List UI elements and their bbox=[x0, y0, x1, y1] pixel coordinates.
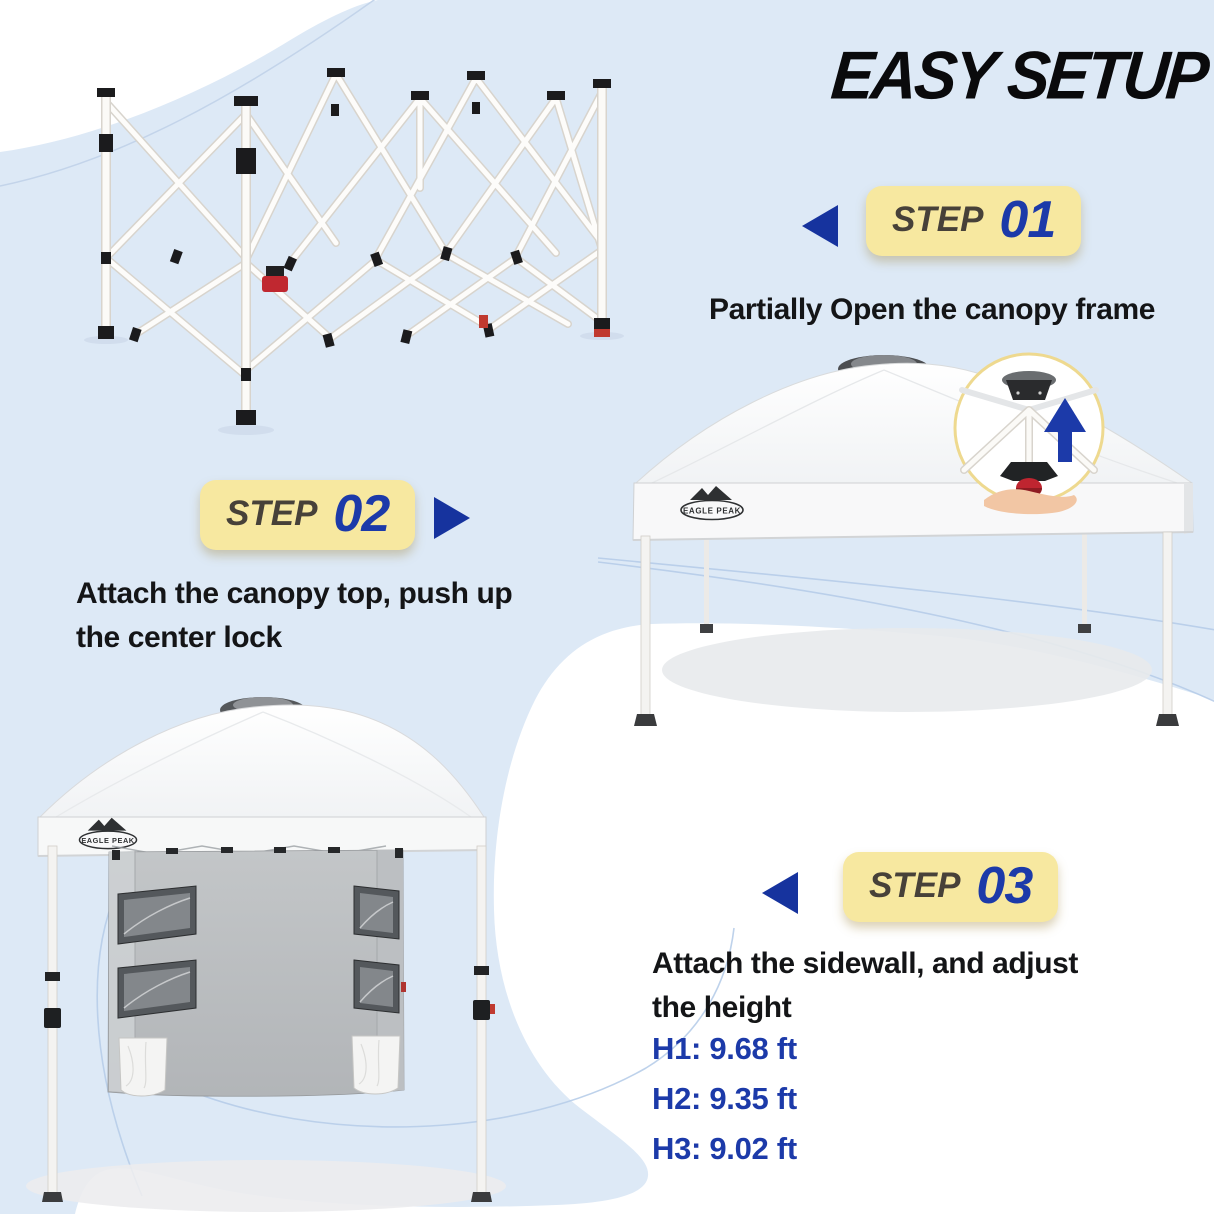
height-h1: H1: 9.68 ft bbox=[652, 1031, 797, 1066]
sidewall-panel bbox=[107, 847, 406, 1097]
sidewall-roof-seams bbox=[55, 711, 472, 818]
step2-label: STEP bbox=[226, 494, 318, 533]
step1-number: 01 bbox=[999, 191, 1056, 249]
hand-icon bbox=[984, 489, 1077, 515]
lock-top-hub bbox=[1002, 371, 1056, 400]
center-lock-inset bbox=[953, 352, 1105, 515]
brand-logo-text-2: EAGLE PEAK bbox=[81, 836, 134, 845]
frame-legs bbox=[101, 81, 607, 423]
step1-badge: STEP 01 bbox=[866, 186, 1082, 256]
step2-number: 02 bbox=[333, 485, 390, 543]
frame-connectors bbox=[97, 68, 611, 381]
valance-bottom-edge bbox=[632, 531, 1194, 541]
frame-ground-shadows bbox=[84, 332, 624, 435]
sidewall-floor-shadow bbox=[26, 1160, 506, 1212]
frame-feet bbox=[98, 318, 610, 425]
step3-caption-line2: the height bbox=[652, 991, 792, 1024]
brand-logo: EAGLE PEAK bbox=[680, 486, 744, 521]
leg-strap-left bbox=[45, 972, 60, 981]
folded-frame-illustration bbox=[84, 68, 624, 435]
leg-strap-right bbox=[474, 966, 489, 975]
step3-arrow-left-icon bbox=[762, 872, 798, 914]
brand-logo-2: EAGLE PEAK bbox=[78, 817, 138, 850]
step2-arrow-right-icon bbox=[434, 497, 470, 539]
frame-red-parts bbox=[262, 266, 488, 328]
step1-caption: Partially Open the canopy frame bbox=[708, 293, 1156, 326]
sidewall-pockets bbox=[118, 1035, 401, 1097]
step2-caption-line2: the center lock bbox=[76, 621, 282, 654]
step1-label: STEP bbox=[892, 200, 984, 239]
swoosh-outline-arc bbox=[0, 0, 376, 187]
height-adjuster-right bbox=[473, 1000, 490, 1020]
step3-caption: Attach the sidewall, and adjust the heig… bbox=[652, 942, 1212, 1030]
step3-badge: STEP 03 bbox=[843, 852, 1059, 922]
step2-caption-line1: Attach the canopy top, push up bbox=[76, 577, 513, 610]
mountain-icon bbox=[690, 486, 732, 500]
step3-number: 03 bbox=[976, 857, 1033, 915]
step3-label: STEP bbox=[869, 866, 961, 905]
sidewall-red-tab bbox=[401, 982, 406, 992]
sidewall-roof bbox=[39, 704, 485, 824]
height-values: H1: 9.68 ft H2: 9.35 ft H3: 9.02 ft bbox=[652, 1024, 797, 1174]
frame-struts bbox=[102, 70, 606, 380]
canopy-sidewall-illustration: EAGLE PEAK bbox=[26, 697, 506, 1212]
page-title: EASY SETUP bbox=[828, 36, 1210, 114]
white-swoosh bbox=[0, 0, 378, 152]
canopy-front-legs bbox=[634, 531, 1179, 726]
step2-badge: STEP 02 bbox=[200, 480, 416, 550]
canopy-back-legs bbox=[700, 534, 1091, 633]
height-adjuster-left bbox=[44, 1008, 61, 1028]
sidewall-front-legs bbox=[42, 845, 495, 1202]
canopy-top-illustration: EAGLE PEAK bbox=[632, 352, 1194, 726]
sidewall-windows bbox=[117, 885, 400, 1019]
canopy-floor-shadow bbox=[662, 628, 1152, 712]
height-h3: H3: 9.02 ft bbox=[652, 1131, 797, 1166]
brand-logo-text: EAGLE PEAK bbox=[683, 507, 741, 516]
height-h2: H2: 9.35 ft bbox=[652, 1081, 797, 1116]
adjuster-red-pin bbox=[490, 1004, 495, 1014]
valance-end-cap bbox=[1184, 483, 1193, 534]
step3-caption-line1: Attach the sidewall, and adjust bbox=[652, 947, 1079, 980]
inset-background-struts bbox=[959, 387, 1099, 413]
sidewall-top-clips bbox=[112, 847, 403, 860]
step1-arrow-left-icon bbox=[802, 205, 838, 247]
step2-caption: Attach the canopy top, push up the cente… bbox=[76, 572, 616, 660]
push-up-arrow-icon bbox=[1044, 398, 1086, 462]
